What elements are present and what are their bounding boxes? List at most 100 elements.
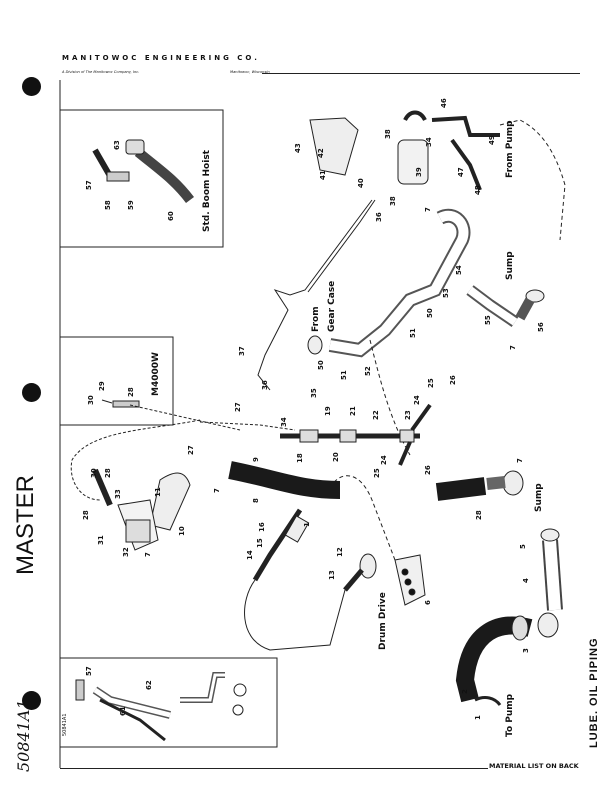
section-labels: Std. Boom Hoist M4000W From Pump From Ge…	[151, 120, 544, 737]
callout-36b: 36	[375, 212, 383, 222]
callout-numbers: 1 1 2 3 4 5 6 7 7 7 7 7 8 9 10 11 12 13 …	[82, 98, 545, 720]
callout-63: 63	[113, 140, 121, 150]
callout-7b: 7	[509, 345, 517, 350]
callout-24: 24	[413, 395, 421, 405]
label-sump-top: Sump	[505, 251, 515, 280]
callout-19: 19	[324, 406, 332, 416]
company-location: Manitowoc, Wisconsin	[230, 70, 270, 74]
callout-7e: 7	[144, 552, 152, 557]
callout-26: 26	[449, 375, 457, 385]
callout-38: 38	[384, 129, 392, 139]
punch-hole-bottom	[22, 691, 41, 710]
callout-28b: 28	[104, 468, 112, 478]
callout-35: 35	[310, 388, 318, 398]
callout-7c: 7	[516, 458, 524, 463]
bottom-inset-box	[60, 657, 278, 748]
callout-25: 25	[427, 378, 435, 388]
callout-28c: 28	[82, 510, 90, 520]
callout-5: 5	[519, 544, 527, 549]
callout-33: 33	[114, 489, 122, 499]
label-to-pump: To Pump	[505, 693, 515, 737]
callout-18: 18	[296, 453, 304, 463]
callout-14: 14	[246, 550, 254, 560]
callout-50b: 50	[426, 308, 434, 318]
callout-26b: 26	[424, 465, 432, 475]
callout-1: 1	[303, 522, 311, 527]
callout-29: 29	[98, 381, 106, 391]
company-subtitle: A Division of The Manitowoc Company, Inc…	[62, 70, 140, 74]
callout-50: 50	[317, 360, 325, 370]
callout-8: 8	[252, 498, 260, 503]
callout-56: 56	[537, 322, 545, 332]
callout-34: 34	[280, 417, 288, 427]
callout-55: 55	[484, 315, 492, 325]
callout-25b: 25	[373, 468, 381, 478]
label-from-pump: From Pump	[505, 120, 515, 178]
callout-23: 23	[404, 410, 412, 420]
label-drum-drive: Drum Drive	[378, 592, 388, 650]
callout-12: 12	[336, 547, 344, 557]
label-from-gear-case-2: Gear Case	[327, 281, 337, 332]
callout-61: 61	[119, 706, 127, 716]
bottom-rule	[60, 768, 488, 769]
callout-10: 10	[178, 526, 186, 536]
callout-16: 16	[258, 522, 266, 532]
label-std-boom-hoist: Std. Boom Hoist	[202, 149, 212, 232]
callout-30: 30	[87, 395, 95, 405]
callout-2: 2	[461, 689, 469, 694]
callout-47: 47	[457, 167, 465, 177]
callout-11: 11	[154, 487, 162, 497]
callout-53: 53	[442, 288, 450, 298]
callout-22: 22	[372, 410, 380, 420]
callout-58: 58	[104, 200, 112, 210]
label-sump-right: Sump	[534, 483, 544, 512]
callout-57: 57	[85, 180, 93, 190]
callout-52: 52	[364, 366, 372, 376]
callout-39: 39	[415, 167, 423, 177]
std-boom-hoist-box	[59, 109, 224, 248]
callout-32: 32	[122, 547, 130, 557]
callout-34b: 34	[425, 137, 433, 147]
callout-3: 3	[522, 648, 530, 653]
callout-41: 41	[319, 170, 327, 180]
callout-36: 36	[261, 380, 269, 390]
callout-27: 27	[234, 402, 242, 412]
material-list-note: MATERIAL LIST ON BACK	[489, 762, 579, 770]
company-name: MANITOWOC ENGINEERING CO.	[62, 54, 260, 62]
callout-24b: 24	[380, 455, 388, 465]
punch-hole-middle	[22, 383, 41, 402]
punch-hole-top	[22, 77, 41, 96]
callout-7a: 7	[424, 207, 432, 212]
callout-28d: 28	[475, 510, 483, 520]
callout-20: 20	[332, 452, 340, 462]
callout-1b: 1	[474, 715, 482, 720]
callout-30b: 30	[90, 468, 98, 478]
callout-40: 40	[357, 178, 365, 188]
callout-9: 9	[252, 457, 260, 462]
callout-46: 46	[440, 98, 448, 108]
callout-31: 31	[97, 535, 105, 545]
callout-21: 21	[349, 406, 357, 416]
callout-27b: 27	[187, 445, 195, 455]
label-from-gear-case-1: From	[311, 306, 321, 332]
callout-57b: 57	[85, 666, 93, 676]
header-rule	[262, 73, 580, 74]
callout-48: 48	[474, 185, 482, 195]
callout-51b: 51	[409, 328, 417, 338]
callout-60: 60	[167, 211, 175, 221]
callout-62: 62	[145, 680, 153, 690]
callout-37: 37	[238, 346, 246, 356]
label-m4000w: M4000W	[151, 352, 161, 396]
callout-49: 49	[488, 135, 496, 145]
callout-51: 51	[340, 370, 348, 380]
callout-54: 54	[455, 265, 463, 275]
callout-15: 15	[256, 538, 264, 548]
callout-42: 42	[317, 148, 325, 158]
callout-43: 43	[294, 143, 302, 153]
callout-7d: 7	[213, 488, 221, 493]
callout-38b: 38	[389, 196, 397, 206]
callout-59: 59	[127, 200, 135, 210]
m4000w-box	[60, 336, 174, 426]
callout-13: 13	[328, 570, 336, 580]
